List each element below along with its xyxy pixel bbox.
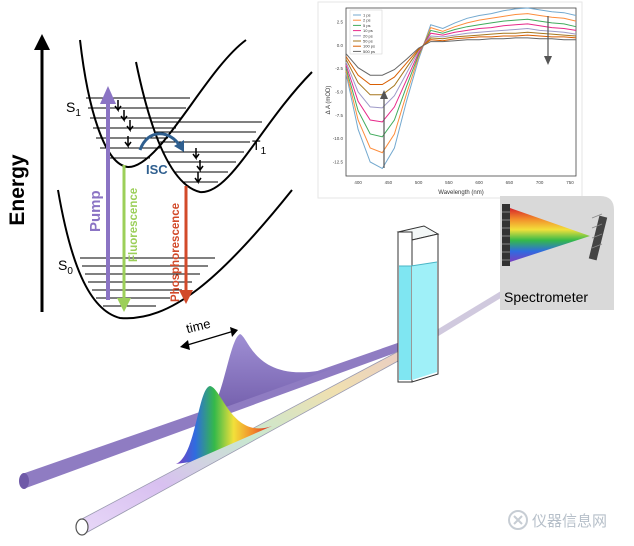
inset-x-tick-label: 700 — [536, 180, 544, 185]
time-arrow — [183, 330, 235, 347]
inset-x-tick-label: 400 — [354, 180, 362, 185]
spectrum-fan — [510, 208, 590, 262]
spectrometer-detector — [502, 204, 510, 266]
inset-legend-label: 5 ps — [363, 23, 371, 28]
inset-y-tick-label: 0.0 — [337, 43, 344, 48]
inset-decay-arrowhead-positive — [544, 56, 552, 65]
inset-x-tick-label: 450 — [385, 180, 393, 185]
isc-arrowhead — [174, 140, 184, 152]
grating-hatch — [591, 213, 603, 249]
probe-pulse — [176, 386, 272, 464]
experimental-setup: time — [19, 196, 614, 536]
t1-label: T1 — [252, 137, 267, 157]
pump-pulse — [200, 334, 340, 420]
inset-x-tick-label: 750 — [566, 180, 574, 185]
spectrometer-grating — [588, 215, 608, 261]
inset-plot-xlabel: Wavelength (nm) — [438, 190, 483, 196]
energy-axis-arrowhead — [34, 34, 50, 50]
inset-y-tick-label: -10.0 — [333, 136, 344, 141]
time-arrowhead-left — [180, 340, 190, 350]
inset-y-tick-label: -7.5 — [335, 113, 343, 118]
watermark-icon — [508, 510, 528, 530]
inset-legend-label: 100 ps — [363, 44, 375, 49]
pump-beam-end — [19, 473, 29, 489]
phosphorescence-arrowhead — [179, 290, 193, 304]
spectrometer-label: Spectrometer — [504, 289, 588, 305]
inset-y-tick-label: -2.5 — [335, 66, 343, 71]
inset-legend-label: 10 ps — [363, 28, 373, 33]
inset-legend-label: 20 ps — [363, 33, 373, 38]
inset-series-line — [345, 34, 577, 85]
spectrometer: Spectrometer — [500, 196, 614, 310]
fluorescence-arrowhead — [117, 298, 131, 312]
inset-y-tick-label: -12.5 — [333, 160, 344, 165]
t1-curve — [135, 61, 313, 194]
watermark-logo — [508, 510, 528, 530]
detector-pixels — [502, 211, 510, 261]
cuvette-liquid — [399, 266, 411, 380]
fluorescence-label: Fluorescence — [128, 188, 140, 262]
s1-label: S1 — [66, 99, 81, 119]
watermark-text: 仪器信息网 — [532, 512, 607, 530]
s1-curve — [79, 39, 247, 169]
time-arrowhead-right — [230, 327, 238, 337]
inset-plot-frame — [345, 7, 577, 177]
relaxation-arrows — [114, 100, 204, 185]
s0-curve — [57, 189, 293, 320]
inset-x-tick-label: 500 — [415, 180, 423, 185]
s0-vibrational-levels — [80, 257, 215, 307]
inset-y-tick-label: 2.5 — [337, 20, 344, 25]
inset-x-tick-label: 650 — [506, 180, 514, 185]
phosphorescence-label: Phosphorescence — [170, 203, 182, 302]
s0-label: S0 — [58, 257, 73, 277]
isc-arrow — [138, 132, 182, 151]
inset-plot-ylabel: Δ A (mOD) — [326, 86, 332, 115]
inset-legend-label: 50 ps — [363, 39, 373, 44]
s1-vibrational-levels — [86, 97, 190, 159]
inset-x-tick-label: 600 — [475, 180, 483, 185]
energy-diagram: Energy — [6, 34, 313, 320]
inset-legend-label: 500 ps — [363, 49, 375, 54]
inset-decay-arrowhead-negative — [380, 90, 388, 99]
inset-x-tick-label: 550 — [445, 180, 453, 185]
watermark-icon-mark — [513, 515, 523, 525]
inset-y-ticks: 2.5 0.0 -2.5 -5.0 -7.5 -10.0 -12.5 — [333, 20, 344, 165]
inset-legend-label: 2 ps — [363, 18, 371, 23]
pump-label: Pump — [87, 190, 104, 232]
energy-axis-label: Energy — [6, 154, 29, 226]
inset-legend-label: 1 ps — [363, 13, 371, 18]
time-label: time — [184, 316, 211, 336]
probe-beam-end — [75, 518, 89, 536]
inset-series-line — [345, 37, 576, 76]
inset-x-ticks: 400 450 500 550 600 650 700 750 — [354, 180, 574, 185]
cuvette — [396, 225, 440, 383]
isc-label: ISC — [146, 162, 168, 177]
t1-vibrational-levels — [152, 121, 262, 183]
inset-y-tick-label: -5.0 — [335, 90, 343, 95]
pump-arrowhead — [100, 86, 116, 104]
inset-plot: Δ A (mOD) Wavelength (nm) 400 450 500 550 60… — [317, 1, 583, 199]
